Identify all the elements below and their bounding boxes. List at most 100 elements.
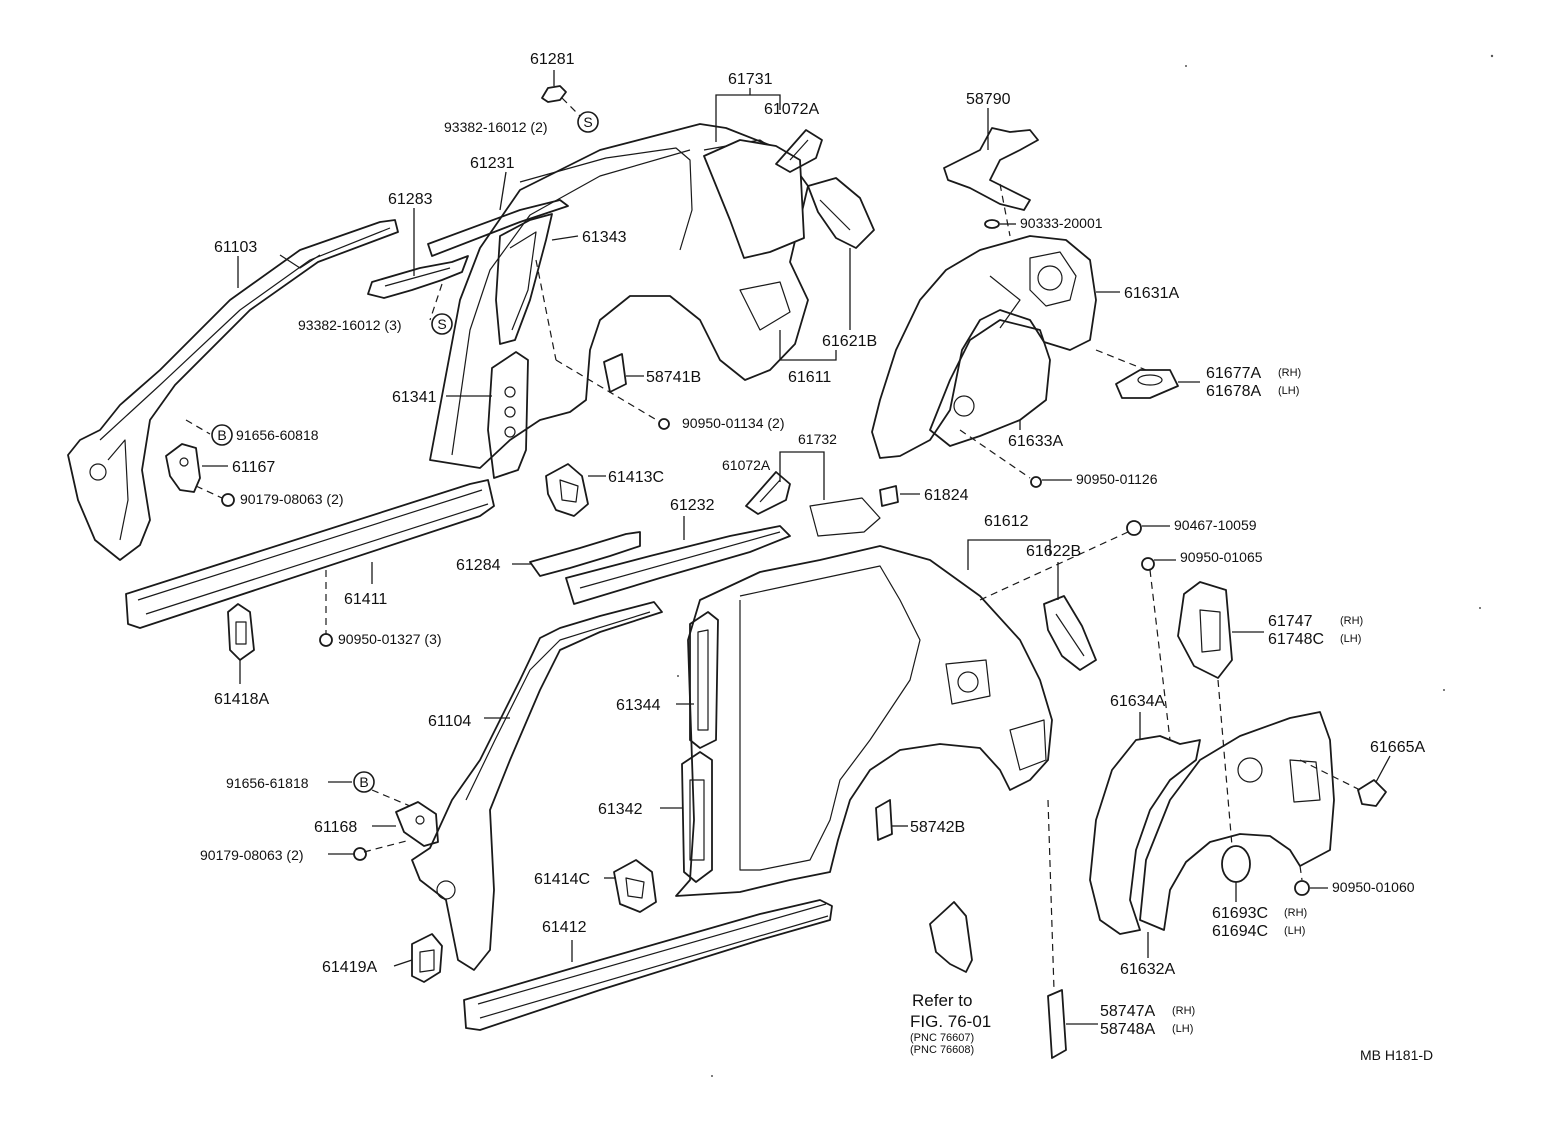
clip-90467-10059 [1126,520,1142,536]
part-61168 [395,801,439,847]
label-61414C: 61414C [534,871,590,888]
part-61283 [367,255,469,299]
label-61824: 61824 [924,487,969,504]
label-58790: 58790 [966,91,1011,108]
part-61665A [1357,779,1387,807]
reference-line-3: (PNC 76607) [910,1032,974,1044]
label-90179-08063-bottom: 90179-08063 (2) [200,847,304,863]
reference-line-2: FIG. 76-01 [910,1012,991,1031]
label-58741B: 58741B [646,369,701,386]
tag-61678A-lh: (LH) [1278,385,1299,397]
label-61632A: 61632A [1120,961,1175,978]
label-90950-01060: 90950-01060 [1332,879,1415,895]
label-61621B: 61621B [822,333,877,350]
label-61694C: 61694C [1212,923,1268,940]
part-61419A [411,933,443,983]
label-61634A: 61634A [1110,693,1165,710]
label-61747: 61747 [1268,613,1313,630]
label-61232: 61232 [670,497,715,514]
tag-61694C-lh: (LH) [1284,925,1305,937]
part-61633A [929,319,1051,447]
part-61072A-mid [745,471,791,515]
part-reference-panel [929,901,973,973]
screw-90950-01126 [1030,476,1042,488]
label-61341: 61341 [392,389,437,406]
label-90333-20001: 90333-20001 [1020,215,1103,231]
tag-61693C-rh: (RH) [1284,907,1307,919]
label-61611: 61611 [788,369,831,386]
label-61411: 61411 [344,591,387,608]
part-61412 [463,899,833,1031]
part-61612 [675,497,1053,897]
label-61284: 61284 [456,557,501,574]
label-61342: 61342 [598,801,643,818]
part-61411 [125,479,495,629]
label-61072A-mid: 61072A [722,457,771,473]
part-61621B [807,177,875,249]
part-61824 [879,485,899,507]
part-61284 [529,531,641,577]
symbol-bolt-2: B [353,771,375,793]
label-61231: 61231 [470,155,515,172]
label-61622B: 61622B [1026,543,1081,560]
part-61072A-top [775,129,823,173]
symbol-bolt-1: B [211,424,233,446]
scan-specks [677,54,1494,1077]
label-93382-16012-3: 93382-16012 (3) [298,317,402,333]
part-61693C [1221,845,1251,883]
part-61342 [681,751,713,883]
label-90950-01126: 90950-01126 [1076,471,1158,487]
part-61677A [1115,369,1179,399]
part-61281 [541,85,567,103]
symbol-screw-2: S [431,313,453,335]
plug-90333-20001 [984,219,1000,229]
label-91656-61818: 91656-61818 [226,775,309,791]
label-61104: 61104 [428,713,471,730]
tag-61677A-rh: (RH) [1278,367,1301,379]
part-61341 [487,351,529,479]
svg-text:S: S [583,114,592,130]
label-61344: 61344 [616,697,661,714]
part-61104 [411,601,663,971]
part-61344 [689,611,719,749]
label-90950-01327: 90950-01327 (3) [338,631,442,647]
label-61732: 61732 [798,431,837,447]
part-61413C [545,463,589,517]
label-61343: 61343 [582,229,627,246]
screw-90950-01134 [658,418,670,430]
nut-90179-bottom [353,847,367,861]
part-61167 [165,443,201,493]
part-61634A [1089,735,1201,935]
tag-58748A-lh: (LH) [1172,1023,1193,1035]
label-61612: 61612 [984,513,1029,530]
reference-line-4: (PNC 76608) [910,1044,974,1056]
part-58790 [943,127,1039,211]
label-93382-16012-2: 93382-16012 (2) [444,119,548,135]
label-58748A: 58748A [1100,1021,1155,1038]
tag-58747A-rh: (RH) [1172,1005,1195,1017]
part-61232 [565,525,791,605]
label-61167: 61167 [232,459,275,476]
label-61072A-top: 61072A [764,101,819,118]
label-61693C: 61693C [1212,905,1268,922]
leader-lines [202,70,1391,1025]
label-61413C: 61413C [608,469,664,486]
label-90467-10059: 90467-10059 [1174,517,1257,533]
symbol-screw-1: S [577,111,599,133]
label-61168: 61168 [314,819,357,836]
part-61611 [429,123,809,469]
reference-note: Refer to FIG. 76-01 (PNC 76607) (PNC 766… [910,991,991,1056]
figure-code: MB H181-D [1360,1047,1433,1063]
label-91656-60818: 91656-60818 [236,427,319,443]
svg-text:B: B [217,427,226,443]
part-61622B [1043,595,1097,671]
part-61343 [495,213,553,345]
label-58747A: 58747A [1100,1003,1155,1020]
label-90179-08063-top: 90179-08063 (2) [240,491,344,507]
label-61283: 61283 [388,191,433,208]
part-61632A [1139,711,1335,931]
label-61633A: 61633A [1008,433,1063,450]
dashed-assembly-lines [185,97,1361,991]
part-61747 [1177,581,1233,679]
